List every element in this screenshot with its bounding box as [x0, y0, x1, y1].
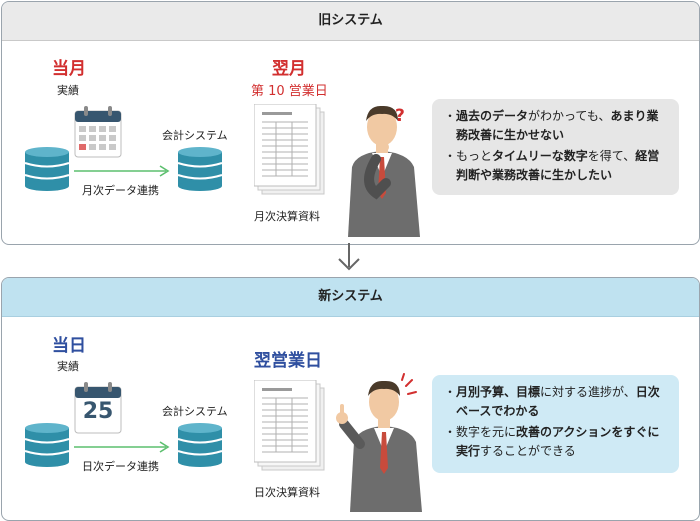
- current-month-label: 当月: [52, 59, 86, 79]
- old-bubble-2-segment: を得て、: [587, 149, 636, 163]
- current-day-label: 当日: [52, 336, 86, 356]
- calendar-icon: [74, 106, 122, 158]
- new-bubble-1-segment: 月別予算、目標: [456, 385, 541, 399]
- report-label: 月次決算資料: [254, 210, 320, 223]
- source-database-icon: [24, 423, 70, 467]
- old-system-bubble: ・過去のデータがわかっても、あまり業務改善に生かせない ・もっとタイムリーな数字…: [432, 99, 679, 195]
- old-bubble-2-segment: もっと: [456, 149, 493, 163]
- old-bubble-item-1: ・過去のデータがわかっても、あまり業務改善に生かせない: [444, 109, 659, 142]
- data-link-label: 日次データ連携: [82, 460, 159, 473]
- accounting-system-label: 会計システム: [162, 405, 228, 418]
- businessman-thinking-icon: [348, 105, 420, 237]
- next-month-label: 翌月: [272, 59, 306, 79]
- old-bubble-2-segment: タイムリーな数字: [492, 149, 588, 163]
- document-icon: [254, 380, 325, 471]
- new-bubble-1-segment: 日次ベースでわかる: [456, 385, 660, 418]
- document-icon: [254, 104, 325, 195]
- accounting-system-label: 会計システム: [162, 129, 228, 142]
- accounting-database-icon: [177, 423, 223, 467]
- report-label: 日次決算資料: [254, 486, 320, 499]
- source-database-icon: [24, 147, 70, 191]
- calendar-day-icon: [74, 382, 122, 434]
- old-system-title: 旧システム: [2, 2, 699, 41]
- data-link-arrow: [74, 165, 170, 177]
- question-mark: ?: [395, 106, 405, 126]
- businessman-pointing-icon: [336, 373, 422, 512]
- actual-label: 実績: [57, 84, 79, 97]
- actual-label: 実績: [57, 360, 79, 373]
- down-arrow-icon: [338, 243, 360, 271]
- new-bubble-item-2: ・数字を元に改善のアクションをすぐに実行することができる: [444, 425, 660, 458]
- data-link-arrow: [74, 441, 170, 453]
- new-bubble-2-segment: 数字を元に: [456, 425, 517, 439]
- new-bubble-1-segment: に対する進捗が、: [540, 385, 636, 399]
- old-bubble-1-segment: がわかっても、: [528, 109, 611, 123]
- old-bubble-item-2: ・もっとタイムリーな数字を得て、経営判断や業務改善に生かしたい: [444, 149, 660, 182]
- new-system-title: 新システム: [2, 278, 699, 317]
- next-business-day-label: 翌営業日: [254, 351, 322, 371]
- old-bubble-1-segment: 過去のデータ: [456, 109, 529, 123]
- new-system-panel: 新システム 当日 実績 25 日次データ連携 会計システム 翌営業日: [1, 277, 700, 521]
- new-bubble-2-segment: することができる: [480, 444, 576, 458]
- old-bubble-2-segment: 経営判断や業務改善に生かしたい: [456, 149, 660, 182]
- accounting-database-icon: [177, 147, 223, 191]
- old-bubble-1-segment: あまり業務改善に生かせない: [456, 109, 659, 142]
- data-link-label: 月次データ連携: [82, 184, 159, 197]
- new-bubble-item-1: ・月別予算、目標に対する進捗が、日次ベースでわかる: [444, 385, 660, 418]
- new-system-bubble: ・月別予算、目標に対する進捗が、日次ベースでわかる ・数字を元に改善のアクション…: [432, 375, 679, 473]
- old-system-panel: 旧システム 当月 実績 月次データ連携 会計システム 翌月: [1, 1, 700, 245]
- new-bubble-2-segment: 改善のアクションをすぐに実行: [456, 425, 660, 458]
- business-day-label: 第 10 営業日: [251, 84, 328, 99]
- calendar-day-number: 25: [82, 399, 114, 424]
